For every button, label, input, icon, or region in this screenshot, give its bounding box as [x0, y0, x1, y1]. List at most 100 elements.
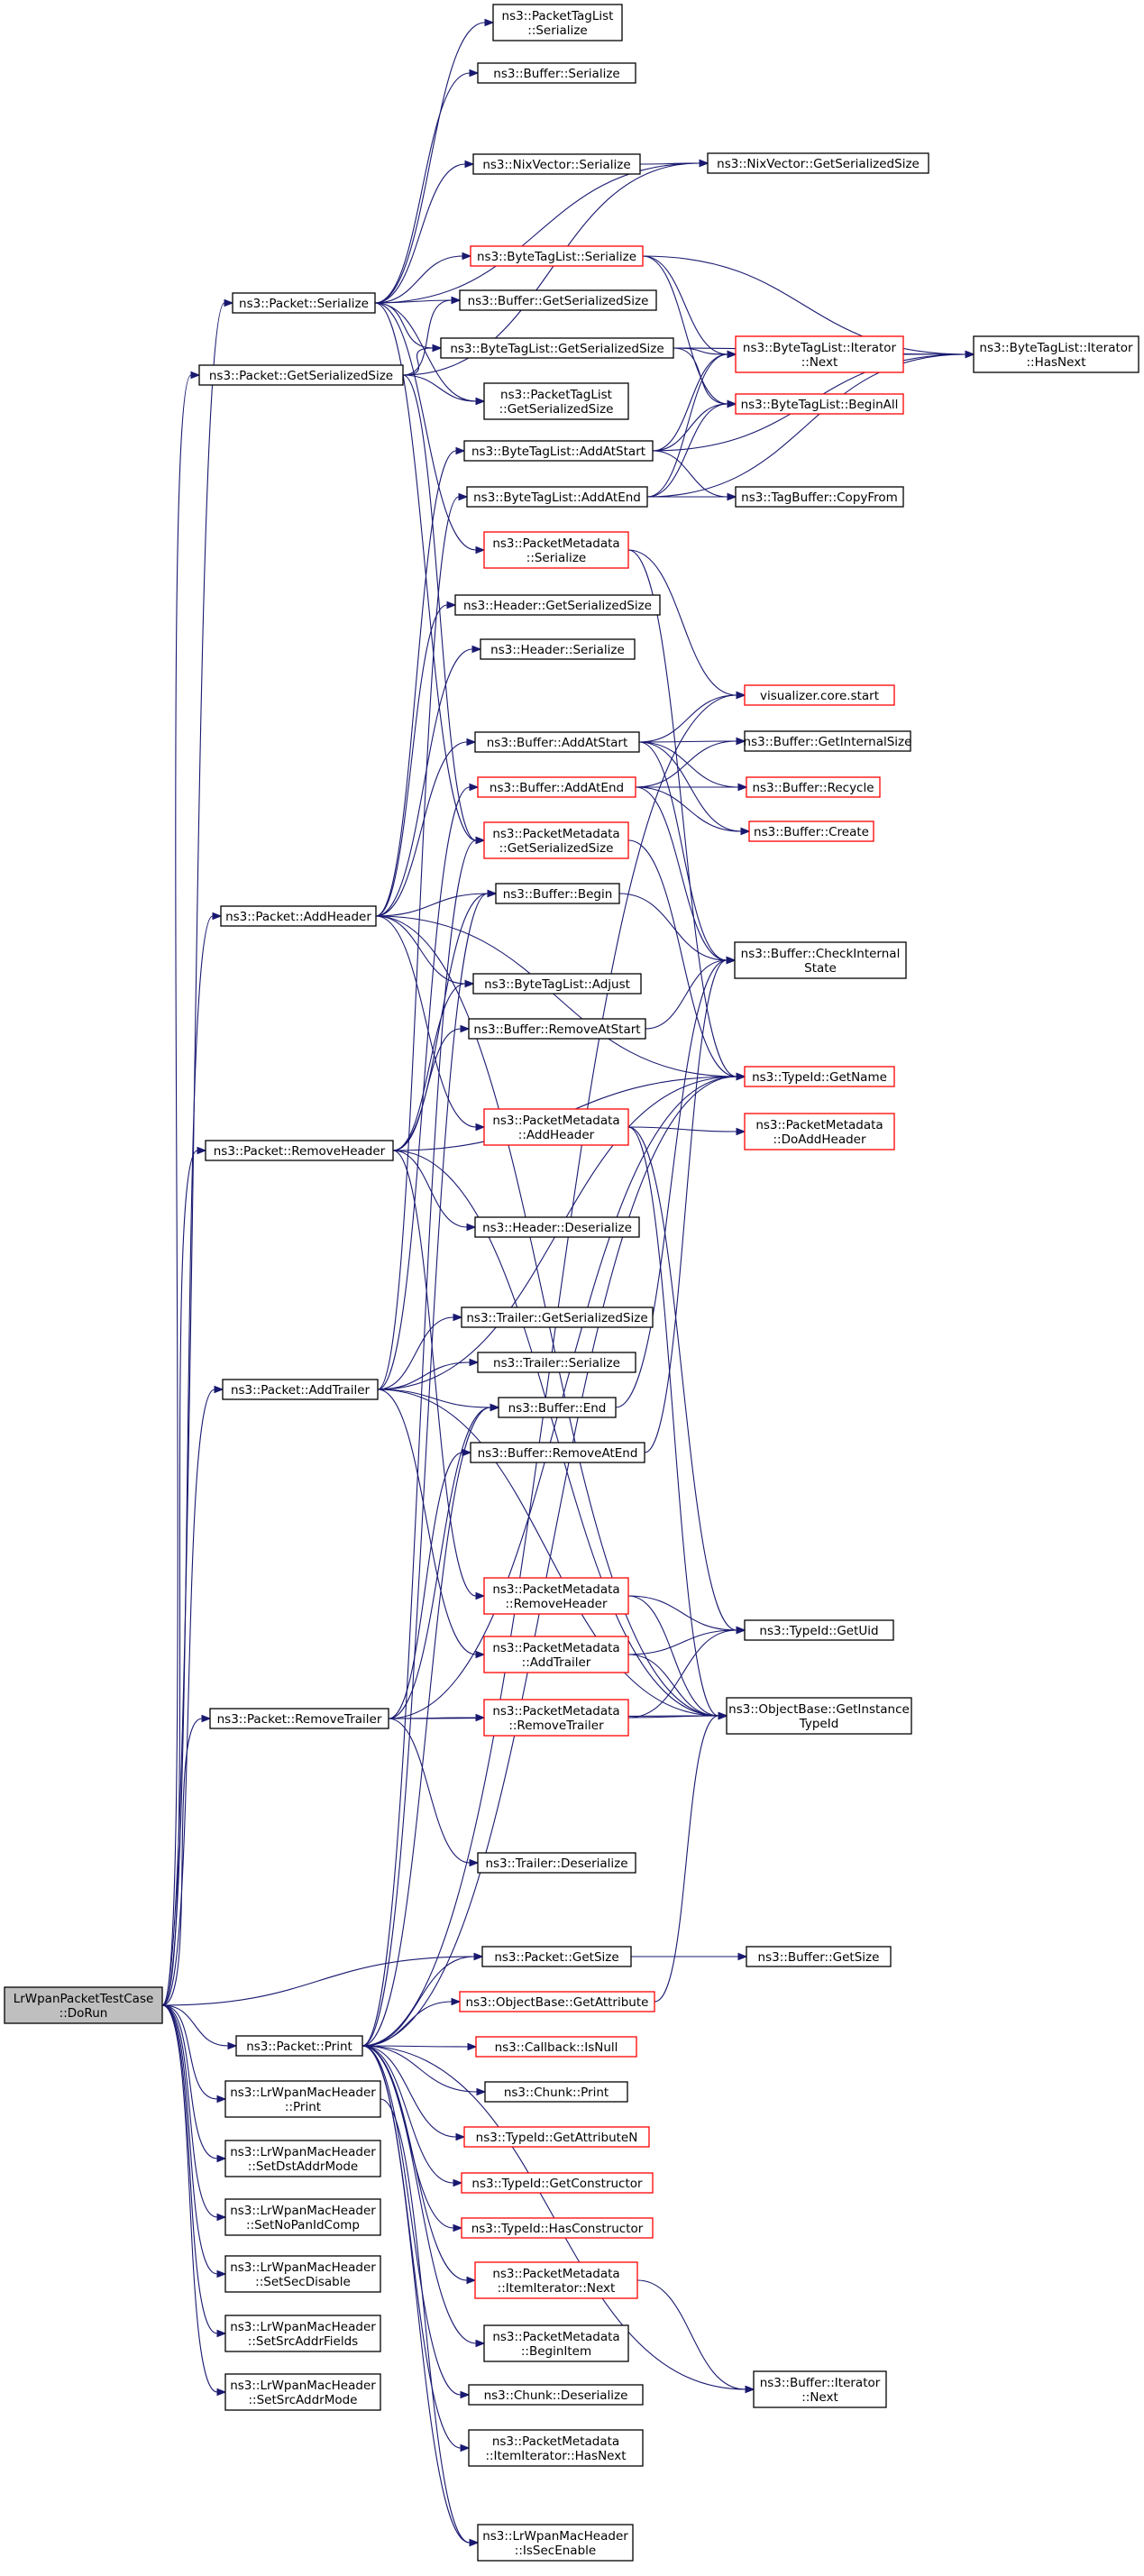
function-node-tid_getattrn[interactable]: ns3::TypeId::GetAttributeN	[463, 2126, 650, 2148]
call-edge-root-to-mac_setsrcfields	[161, 2004, 227, 2338]
function-node-label: ns3::Buffer::Begin	[503, 887, 613, 902]
function-node-pkt_addheader[interactable]: ns3::Packet::AddHeader	[220, 905, 377, 927]
function-node-pm_beginitem[interactable]: ns3::PacketMetadata::BeginItem	[483, 2324, 629, 2362]
call-edge-pkt_addheader-to-buf_addatstart	[375, 738, 477, 917]
function-node-ptl_getsersize[interactable]: ns3::PacketTagList::GetSerializedSize	[483, 382, 629, 420]
function-node-label: ns3::Buffer::Recycle	[752, 781, 874, 795]
function-node-ptl_serialize2[interactable]: ns3::NixVector::GetSerializedSize	[707, 152, 929, 174]
call-edge-pkt_print-to-tid_getname	[362, 1072, 746, 2047]
call-edge-btl_addatend-to-btl_it_hasnext	[646, 350, 975, 498]
call-edge-buf_addatstart-to-buf_recycle	[638, 741, 748, 792]
function-node-root: LrWpanPacketTestCase::DoRun	[4, 1986, 163, 2024]
function-node-pm_itemit_next[interactable]: ns3::PacketMetadata::ItemIterator::Next	[474, 2261, 638, 2299]
function-node-buf_removeatstart[interactable]: ns3::Buffer::RemoveAtStart	[468, 1018, 646, 1040]
function-node-mac_issecenable[interactable]: ns3::LrWpanMacHeader::IsSecEnable	[477, 2524, 634, 2562]
function-node-pm_itemit_hasnext[interactable]: ns3::PacketMetadata::ItemIterator::HasNe…	[468, 2429, 644, 2467]
function-node-pm_getsersize[interactable]: ns3::PacketMetadata::GetSerializedSize	[483, 821, 629, 859]
function-node-chunk_print[interactable]: ns3::Chunk::Print	[484, 2081, 628, 2103]
function-node-buf_it_next[interactable]: ns3::Buffer::Iterator::Next	[753, 2370, 887, 2408]
function-node-mac_setsrcmode[interactable]: ns3::LrWpanMacHeader::SetSrcAddrMode	[224, 2373, 381, 2411]
function-node-pkt_removeheader[interactable]: ns3::Packet::RemoveHeader	[205, 1140, 394, 1161]
function-node-btl_it_hasnext[interactable]: ns3::ByteTagList::Iterator::HasNext	[973, 335, 1139, 373]
function-node-label: ns3::Packet::Print	[246, 2040, 352, 2054]
function-node-btl_addatend[interactable]: ns3::ByteTagList::AddAtEnd	[466, 486, 648, 508]
function-node-buf_getsersize[interactable]: ns3::Buffer::GetSerializedSize	[459, 289, 657, 311]
function-node-buf_begin[interactable]: ns3::Buffer::Begin	[495, 883, 620, 904]
function-node-pkt_getsersize[interactable]: ns3::Packet::GetSerializedSize	[198, 364, 404, 386]
function-node-btl_adjust[interactable]: ns3::ByteTagList::Adjust	[472, 973, 642, 995]
function-node-pkt_serialize[interactable]: ns3::Packet::Serialize	[232, 292, 376, 314]
function-node-vis_start[interactable]: visualizer.core.start	[744, 684, 895, 706]
function-node-buf_end[interactable]: ns3::Buffer::End	[498, 1397, 617, 1418]
function-node-btl_getsersize[interactable]: ns3::ByteTagList::GetSerializedSize	[440, 337, 674, 359]
function-node-pm_doaddheader[interactable]: ns3::PacketMetadata::DoAddHeader	[744, 1113, 895, 1150]
function-node-buf_addatend[interactable]: ns3::Buffer::AddAtEnd	[477, 776, 636, 798]
function-node-label: ns3::Buffer::GetSerializedSize	[468, 294, 649, 308]
function-node-hdr_getsersize[interactable]: ns3::Header::GetSerializedSize	[454, 594, 661, 616]
call-edge-ob_getattribute-to-ob_getinstancetid	[654, 1711, 728, 2003]
function-node-label: ns3::ByteTagList::AddAtStart	[471, 445, 645, 459]
function-node-label: ns3::LrWpanMacHeader	[230, 2320, 376, 2334]
function-node-pkt_getsize[interactable]: ns3::Packet::GetSize	[481, 1946, 632, 1967]
call-edge-btl_addatstart-to-btl_beginall	[652, 399, 737, 452]
call-edge-pkt_print-to-pm_getsersize	[362, 836, 486, 2047]
function-node-buf_create[interactable]: ns3::Buffer::Create	[748, 820, 874, 842]
function-node-mac_setsecdis[interactable]: ns3::LrWpanMacHeader::SetSecDisable	[224, 2255, 381, 2293]
call-edge-btl_it_next-to-btl_it_hasnext	[903, 350, 975, 359]
function-node-nix_serialize[interactable]: ns3::NixVector::Serialize	[472, 153, 641, 175]
function-node-tb_copyfrom[interactable]: ns3::TagBuffer::CopyFrom	[735, 486, 904, 508]
call-edge-pkt_removetrailer-to-buf_removeatend	[388, 1448, 472, 1719]
function-node-btl_serialize[interactable]: ns3::ByteTagList::Serialize	[470, 245, 644, 267]
function-node-mac_setnopan[interactable]: ns3::LrWpanMacHeader::SetNoPanIdComp	[224, 2198, 381, 2236]
function-node-buf_removeatend[interactable]: ns3::Buffer::RemoveAtEnd	[470, 1442, 645, 1463]
function-node-buf_getinternalsize[interactable]: ns3::Buffer::GetInternalSize	[744, 730, 912, 752]
function-node-tid_hasctor[interactable]: ns3::TypeId::HasConstructor	[461, 2217, 654, 2239]
function-node-trl_serialize[interactable]: ns3::Trailer::Serialize	[477, 1352, 636, 1373]
function-node-pm_removetrailer[interactable]: ns3::PacketMetadata::RemoveTrailer	[483, 1699, 629, 1737]
function-node-mac_print[interactable]: ns3::LrWpanMacHeader::Print	[224, 2080, 381, 2118]
function-node-label: ns3::TypeId::GetUid	[759, 1624, 878, 1638]
function-node-ptl_serialize[interactable]: ns3::PacketTagList::Serialize	[492, 4, 623, 41]
function-node-label: ns3::LrWpanMacHeader	[230, 2204, 376, 2218]
function-node-label: TypeId	[799, 1717, 839, 1731]
function-node-label: ns3::TypeId::GetName	[752, 1070, 887, 1085]
call-edge-pkt_serialize-to-nix_serialize	[374, 160, 475, 304]
call-edge-btl_addatstart-to-tb_copyfrom	[652, 450, 737, 501]
call-edge-pkt_serialize-to-btl_serialize	[374, 252, 472, 304]
function-node-mac_setdst[interactable]: ns3::LrWpanMacHeader::SetDstAddrMode	[224, 2140, 381, 2177]
function-node-buf_getsize[interactable]: ns3::Buffer::GetSize	[746, 1946, 892, 1967]
function-node-buf_serialize[interactable]: ns3::Buffer::Serialize	[477, 62, 636, 84]
function-node-tid_getuid[interactable]: ns3::TypeId::GetUid	[744, 1619, 894, 1641]
function-node-hdr_serialize[interactable]: ns3::Header::Serialize	[480, 638, 636, 660]
function-node-mac_setsrcfields[interactable]: ns3::LrWpanMacHeader::SetSrcAddrFields	[224, 2315, 381, 2352]
function-node-trl_deserialize[interactable]: ns3::Trailer::Deserialize	[477, 1852, 636, 1874]
function-node-pkt_addtrailer[interactable]: ns3::Packet::AddTrailer	[222, 1379, 379, 1400]
function-node-hdr_deserialize[interactable]: ns3::Header::Deserialize	[474, 1216, 640, 1238]
function-node-pm_addtrailer[interactable]: ns3::PacketMetadata::AddTrailer	[483, 1636, 629, 1673]
call-edge-pkt_addtrailer-to-trl_getsersize	[377, 1313, 463, 1390]
function-node-label: ns3::ByteTagList::AddAtEnd	[473, 490, 641, 505]
call-edge-pm_itemit_next-to-buf_it_next	[636, 2279, 755, 2394]
function-node-trl_getsersize[interactable]: ns3::Trailer::GetSerializedSize	[461, 1306, 654, 1328]
call-edge-btl_getsersize-to-btl_beginall	[673, 347, 737, 408]
function-node-pm_addheader[interactable]: ns3::PacketMetadata::AddHeader	[483, 1108, 629, 1146]
function-node-btl_addatstart[interactable]: ns3::ByteTagList::AddAtStart	[463, 440, 654, 462]
call-edge-pm_serialize-to-tid_getname	[627, 549, 746, 1081]
function-node-chunk_deserialize[interactable]: ns3::Chunk::Deserialize	[468, 2384, 644, 2406]
function-node-pkt_print[interactable]: ns3::Packet::Print	[235, 2035, 363, 2057]
function-node-pm_removeheader[interactable]: ns3::PacketMetadata::RemoveHeader	[483, 1577, 629, 1615]
function-node-buf_recycle[interactable]: ns3::Buffer::Recycle	[746, 776, 881, 798]
function-node-btl_it_next[interactable]: ns3::ByteTagList::Iterator::Next	[735, 335, 904, 373]
function-node-label: ns3::Buffer::RemoveAtStart	[473, 1022, 640, 1037]
function-node-btl_beginall[interactable]: ns3::ByteTagList::BeginAll	[735, 393, 904, 415]
call-edge-pkt_print-to-pkt_getsize	[362, 1952, 484, 2047]
function-node-pm_serialize[interactable]: ns3::PacketMetadata::Serialize	[483, 531, 629, 569]
function-node-cb_isnull[interactable]: ns3::Callback::IsNull	[475, 2036, 637, 2058]
function-node-tid_getname[interactable]: ns3::TypeId::GetName	[744, 1066, 895, 1087]
function-node-pkt_removetrailer[interactable]: ns3::Packet::RemoveTrailer	[209, 1708, 389, 1729]
function-node-tid_getctor[interactable]: ns3::TypeId::GetConstructor	[461, 2172, 654, 2194]
function-node-buf_addatstart[interactable]: ns3::Buffer::AddAtStart	[474, 731, 640, 753]
function-node-ob_getattribute[interactable]: ns3::ObjectBase::GetAttribute	[459, 1991, 655, 2012]
